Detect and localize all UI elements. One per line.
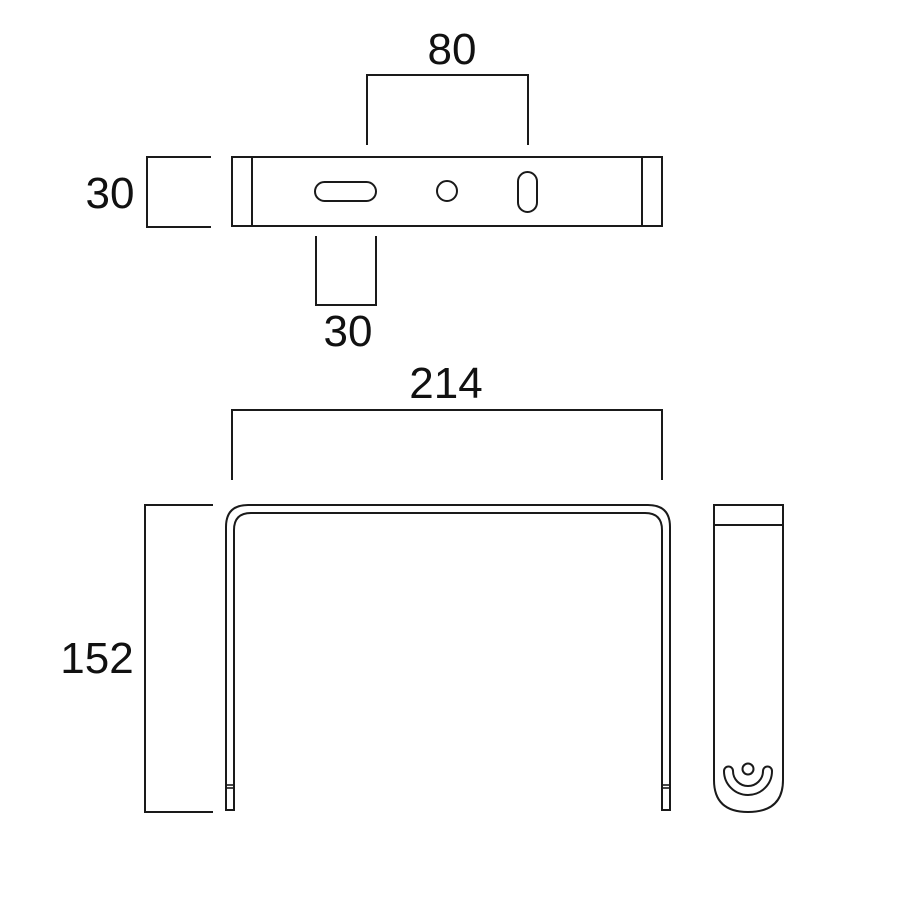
dimension-plate-width: 30 xyxy=(86,156,211,228)
dimension-label-30-left: 30 xyxy=(86,169,135,218)
dimension-line-30-bottom xyxy=(315,236,377,306)
side-outline xyxy=(713,504,784,814)
dimension-slot-offset: 30 xyxy=(315,236,377,356)
semicircular-slot xyxy=(722,765,774,796)
dimension-label-30-bottom: 30 xyxy=(324,307,373,356)
dimension-bracket-width: 214 xyxy=(231,359,663,480)
dimension-label-214: 214 xyxy=(409,359,482,408)
dimension-line-214 xyxy=(231,409,663,480)
round-hole xyxy=(436,180,458,202)
dimension-line-30-left xyxy=(146,156,211,228)
pivot-hole xyxy=(741,762,755,776)
vertical-slot xyxy=(517,171,538,213)
dimension-line-80 xyxy=(366,74,529,145)
top-view xyxy=(231,156,663,227)
dimension-hole-spacing: 80 xyxy=(366,25,529,145)
dimension-line-152 xyxy=(144,504,213,813)
dimension-label-152: 152 xyxy=(60,634,133,683)
plate-outline xyxy=(231,156,663,227)
dimension-label-80: 80 xyxy=(428,25,477,74)
side-view xyxy=(713,504,784,814)
dimension-bracket-height: 152 xyxy=(60,504,213,813)
horizontal-slot xyxy=(314,181,377,202)
front-view xyxy=(225,504,671,811)
u-bracket-outline xyxy=(225,504,671,811)
